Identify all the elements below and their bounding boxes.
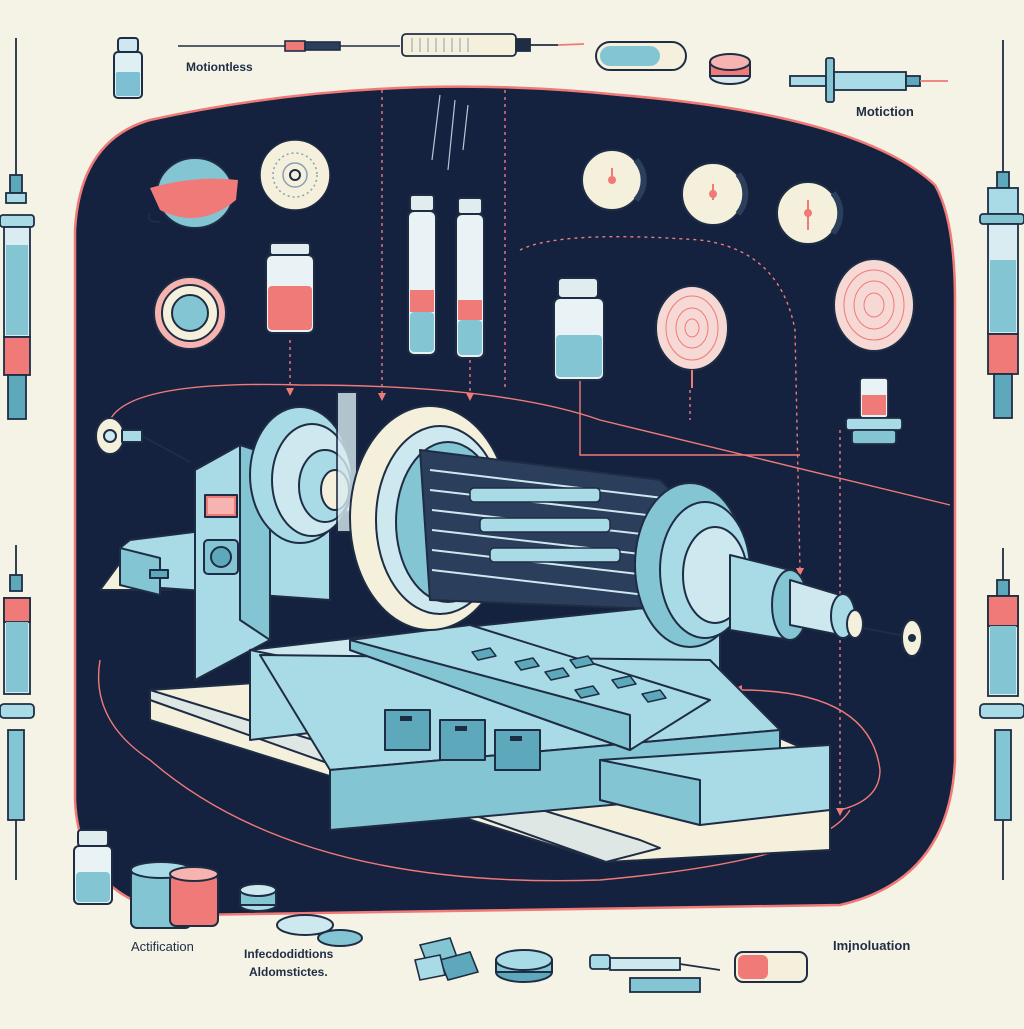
petri-dish-icon [833,258,915,352]
petri-dish-icon [259,139,331,211]
vial-icon [73,829,113,905]
syringe-icon [979,40,1024,419]
petri-dish-icon [581,149,647,211]
centrifuge-machine-icon [95,391,923,863]
petri-dish-icon [655,285,729,388]
syringe-icon [589,954,721,993]
petri-dish-icon [147,157,238,229]
pill-capsule-icon [595,41,687,71]
label-aldomstictes: Aldomstictes. [249,965,328,979]
label-infecdodidtions: Infecdodidtions [244,947,334,961]
flow-arrowheads [286,388,844,816]
tablet-icon [130,861,219,929]
syringe-icon [178,40,400,52]
vial-icon [845,377,903,445]
test-tube-icon [407,194,437,356]
petri-dish-icon [681,162,749,226]
pill-capsule-icon [734,951,808,983]
tablet-icon [239,883,277,912]
petri-dish-icon [776,181,844,245]
test-tube-icon [455,197,485,359]
syringe-icon [0,545,35,880]
vial-icon [553,277,605,381]
tablet-icon [276,914,363,947]
syringe-icon [979,548,1024,880]
vial-icon [265,242,315,334]
vial-icon [113,37,143,99]
light-streak-lines [431,94,469,171]
label-motiction: Motiction [856,104,914,119]
tablet-icon [709,53,751,85]
syringe-icon [789,57,948,103]
pill-capsule-icon [414,937,480,981]
syringe-icon [401,33,585,57]
tablet-icon [495,949,553,983]
label-motiontless: Motiontless [186,60,253,74]
syringe-icon [0,38,35,420]
petri-dish-icon [153,276,227,350]
label-imjnoluation: Imjnoluation [833,938,911,953]
label-actification: Actification [131,939,194,954]
